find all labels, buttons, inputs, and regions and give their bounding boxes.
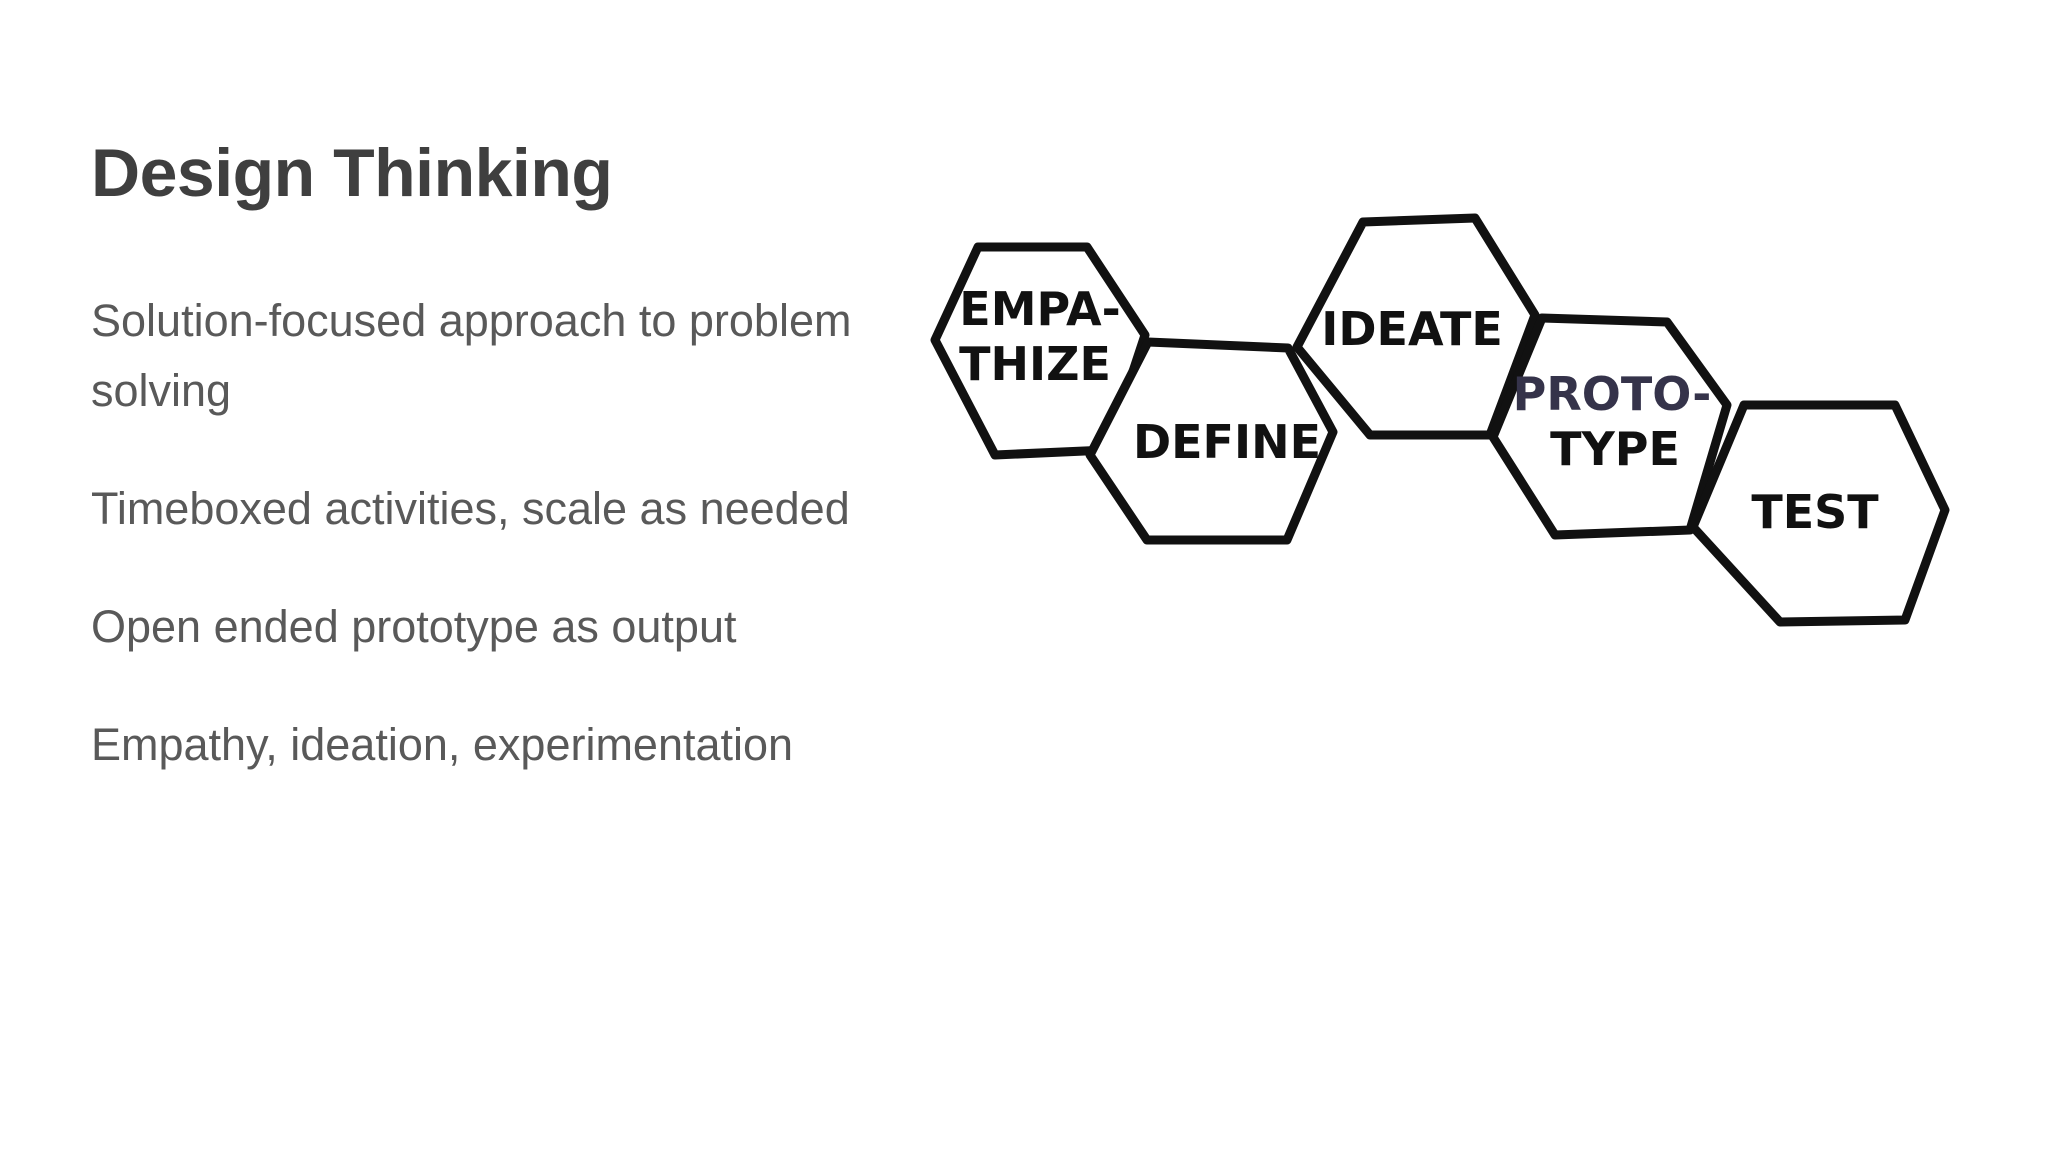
design-thinking-hexagon-diagram: EMPA- THIZE DEFINE IDEATE PROTO- TYPE TE… bbox=[930, 213, 1950, 627]
bullet-item: Open ended prototype as output bbox=[91, 601, 737, 652]
hex-ideate-label: IDEATE bbox=[1321, 302, 1503, 356]
hex-prototype-label-2: TYPE bbox=[1550, 422, 1680, 476]
hex-define: DEFINE bbox=[1085, 337, 1338, 545]
bullet-list: Solution-focused approach to problem sol… bbox=[91, 286, 921, 828]
hex-prototype-label-1: PROTO- bbox=[1513, 367, 1712, 421]
slide-title: Design Thinking bbox=[91, 135, 613, 211]
hex-empathize-label-1: EMPA- bbox=[959, 282, 1120, 336]
bullet-item: Timeboxed activities, scale as needed bbox=[91, 483, 850, 534]
bullet-item: Empathy, ideation, experimentation bbox=[91, 719, 794, 770]
bullet-item: Solution-focused approach to problem sol… bbox=[91, 295, 852, 416]
hex-ideate: IDEATE bbox=[1292, 213, 1540, 440]
hex-empathize-label-2: THIZE bbox=[959, 337, 1111, 391]
hex-define-label: DEFINE bbox=[1133, 415, 1321, 469]
hex-test: TEST bbox=[1688, 400, 1950, 627]
hex-test-label: TEST bbox=[1751, 485, 1879, 539]
hex-prototype: PROTO- TYPE bbox=[1488, 313, 1732, 540]
